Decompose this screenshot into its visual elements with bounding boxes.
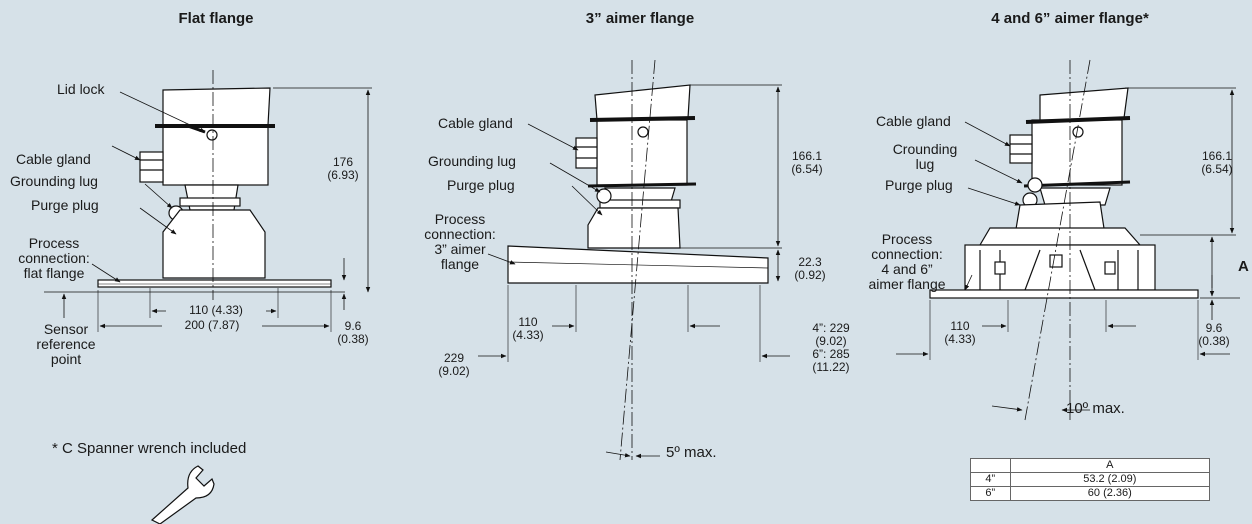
table-cell: 53.2 (2.09) xyxy=(1009,472,1211,487)
table-row: 6” 60 (2.36) xyxy=(970,486,1211,501)
flat-lid-lock-label: Lid lock xyxy=(57,81,105,97)
aimer46-purge-plug-label: Purge plug xyxy=(885,177,953,193)
table-header-row: A xyxy=(970,458,1211,473)
table-header-cell xyxy=(970,458,1011,473)
table-row: 4” 53.2 (2.09) xyxy=(970,472,1211,487)
aimer3-cable-gland-label: Cable gland xyxy=(438,115,513,131)
aimer3-right-dimension: 4”: 229(9.02)6”: 285(11.22) xyxy=(812,321,850,374)
flat-purge-plug-label: Purge plug xyxy=(31,197,99,213)
table-cell: 4” xyxy=(970,472,1011,487)
dimension-a-table: A 4” 53.2 (2.09) 6” 60 (2.36) xyxy=(970,458,1211,501)
aimer46-thickness-dimension: 9.6(0.38) xyxy=(1198,321,1230,348)
aimer3-angle-label: 5º max. xyxy=(666,444,717,461)
aimer3-grounding-lug-label: Grounding lug xyxy=(428,153,516,169)
aimer46-110-dimension: 110(4.33) xyxy=(944,319,976,346)
aimer3-110-dimension: 110(4.33) xyxy=(512,315,544,342)
flat-110-dimension: 110 (4.33) xyxy=(166,304,266,317)
aimer3-height-dimension: 166.1(6.54) xyxy=(791,149,823,176)
title-aimer3-flange: 3” aimer flange xyxy=(585,10,695,27)
aimer46-dim-a-label: A xyxy=(1238,258,1249,275)
flat-cable-gland-label: Cable gland xyxy=(16,151,91,167)
flat-200-dimension: 200 (7.87) xyxy=(162,319,262,332)
aimer3-229-dimension: 229(9.02) xyxy=(438,351,470,378)
aimer46-cable-gland-label: Cable gland xyxy=(876,113,951,129)
flat-flange-drawing xyxy=(44,70,372,332)
table-cell: 6” xyxy=(970,486,1011,501)
title-flat-flange: Flat flange xyxy=(178,10,254,27)
table-header-cell: A xyxy=(1009,458,1211,473)
aimer46-angle-label: 10º max. xyxy=(1066,400,1125,417)
flat-height-dimension: 176(6.93) xyxy=(327,155,359,182)
aimer3-purge-plug-label: Purge plug xyxy=(447,177,515,193)
aimer3-flange-drawing xyxy=(478,59,790,461)
aimer46-height-dimension: 166.1(6.54) xyxy=(1201,149,1233,176)
flat-thickness-dimension: 9.6(0.38) xyxy=(337,319,369,346)
aimer46-flange-drawing xyxy=(896,59,1240,421)
spanner-note: * C Spanner wrench included xyxy=(52,440,247,457)
title-aimer46-flange: 4 and 6” aimer flange* xyxy=(991,10,1149,27)
flat-grounding-lug-label: Grounding lug xyxy=(10,173,98,189)
table-cell: 60 (2.36) xyxy=(1009,486,1211,501)
aimer3-flange-dimension: 22.3(0.92) xyxy=(794,255,826,282)
spanner-wrench-icon xyxy=(150,465,215,524)
